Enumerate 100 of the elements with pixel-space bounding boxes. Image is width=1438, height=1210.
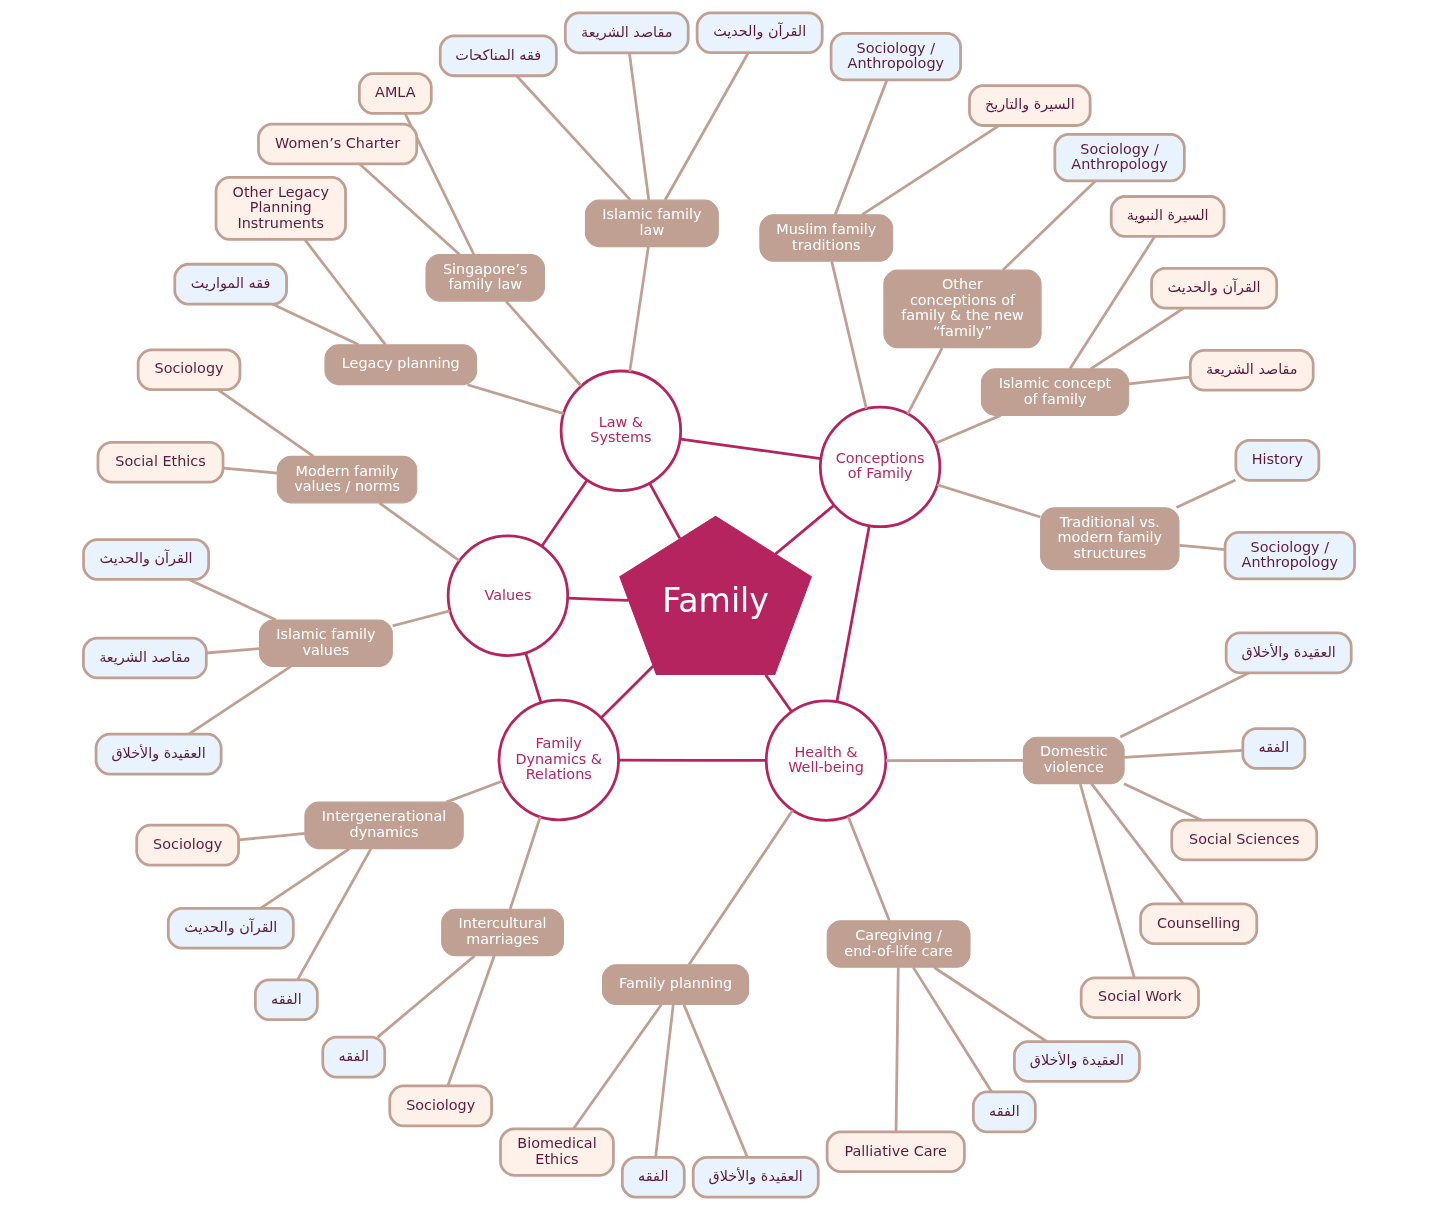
node-box: Sociology / Anthropology <box>829 32 962 82</box>
node-circle: Conceptions of Family <box>818 405 942 529</box>
node-box: السيرة والتاريخ <box>968 84 1092 127</box>
node-box: الفقه <box>620 1156 686 1199</box>
connector <box>296 848 373 980</box>
connector <box>358 163 461 256</box>
connector <box>567 596 629 602</box>
connector <box>260 847 351 910</box>
connector <box>628 246 650 372</box>
node-box: Domestic violence <box>1022 736 1125 785</box>
connector <box>933 966 1048 1043</box>
node-box: العقيدة والأخلاق <box>691 1155 820 1199</box>
connector <box>376 954 476 1039</box>
node-box: Sociology / Anthropology <box>1223 531 1356 581</box>
connector <box>467 383 565 415</box>
node-box: History <box>1234 439 1321 482</box>
node-box: Legacy planning <box>324 344 478 386</box>
connector <box>618 758 767 762</box>
node-box: العقيدة والأخلاق <box>1224 631 1353 675</box>
connector <box>392 609 451 628</box>
connector <box>223 466 278 475</box>
connector <box>303 238 387 346</box>
connector <box>1124 748 1243 759</box>
connector <box>835 525 871 702</box>
node-box: Other Legacy Planning Instruments <box>214 176 347 241</box>
connector <box>774 504 835 556</box>
connector <box>1068 235 1156 370</box>
connector <box>1089 307 1185 370</box>
node-box: Islamic family values <box>258 619 393 667</box>
node-circle: Law & Systems <box>559 369 683 492</box>
connector <box>682 1004 749 1158</box>
connector <box>540 479 589 548</box>
connector <box>663 52 750 201</box>
connector <box>1079 783 1136 978</box>
node-box: Intergenerational dynamics <box>304 801 464 850</box>
node-box: Family planning <box>601 964 750 1006</box>
connector <box>1175 478 1237 509</box>
connector <box>846 816 891 921</box>
node-box: السيرة النبوية <box>1109 195 1226 238</box>
node-box: الفقه <box>321 1035 387 1079</box>
node-box: Social Sciences <box>1170 818 1319 862</box>
connector <box>524 652 543 704</box>
connector <box>403 113 476 256</box>
connector <box>445 779 503 804</box>
connector <box>648 482 681 540</box>
node-box: فقه المواريث <box>173 262 288 306</box>
connector <box>906 347 944 415</box>
node-box: AMLA <box>357 72 433 115</box>
connector <box>680 437 821 460</box>
node-circle: Family Dynamics & Relations <box>497 698 620 822</box>
connector <box>628 52 651 201</box>
node-circle: Values <box>446 534 570 657</box>
node-box: Singapore’s family law <box>425 254 545 302</box>
connector <box>272 302 359 346</box>
connector <box>1001 179 1097 271</box>
connector <box>238 831 305 842</box>
connector <box>912 966 993 1093</box>
node-box: Social Ethics <box>96 441 225 484</box>
node-box: القرآن والحديث <box>166 907 295 950</box>
node-box: Counselling <box>1139 902 1259 946</box>
connector <box>654 1004 675 1158</box>
connector <box>764 674 793 713</box>
connector <box>936 483 1041 519</box>
node-box: Palliative Care <box>825 1130 966 1174</box>
connector <box>886 759 1024 762</box>
node-box: مقاصد الشريعة <box>1188 349 1315 392</box>
node-box: الفقه <box>971 1090 1037 1134</box>
connector <box>446 955 496 1087</box>
node-box: مقاصد الشريعة <box>82 636 208 680</box>
node-box: Biomedical Ethics <box>499 1127 615 1177</box>
connector <box>1128 375 1191 386</box>
node-box: Women’s Charter <box>257 122 419 166</box>
connector <box>894 967 900 1132</box>
connector <box>600 665 655 719</box>
connector <box>515 74 632 201</box>
node-box: Other conceptions of family & the new “family” <box>883 269 1042 349</box>
connector <box>861 124 1000 216</box>
connector <box>687 809 794 966</box>
node-box: القرآن والحديث <box>1150 267 1279 310</box>
node-box: Traditional vs. modern family structures <box>1040 507 1180 571</box>
node-box: العقيدة والأخلاق <box>1013 1040 1141 1083</box>
connector <box>216 388 315 458</box>
connector <box>572 1004 663 1130</box>
node-box: فقه المناكحات <box>438 34 558 78</box>
connector <box>1090 783 1185 905</box>
node-box: Social Work <box>1079 976 1200 1019</box>
node-box: القرآن والحديث <box>82 538 210 581</box>
node-box: Islamic family law <box>584 199 719 248</box>
node-box: القرآن والحديث <box>695 11 824 54</box>
node-box: مقاصد الشريعة <box>563 11 690 55</box>
connector <box>833 79 889 216</box>
connector <box>508 816 542 910</box>
connector <box>830 261 868 409</box>
connector <box>206 647 260 655</box>
node-box: الفقه <box>1241 727 1307 770</box>
node-box: Sociology <box>136 348 242 391</box>
connector <box>188 665 292 736</box>
connector <box>1123 782 1202 822</box>
node-box: Modern family values / norms <box>276 455 418 504</box>
node-box: الفقه <box>253 978 319 1022</box>
